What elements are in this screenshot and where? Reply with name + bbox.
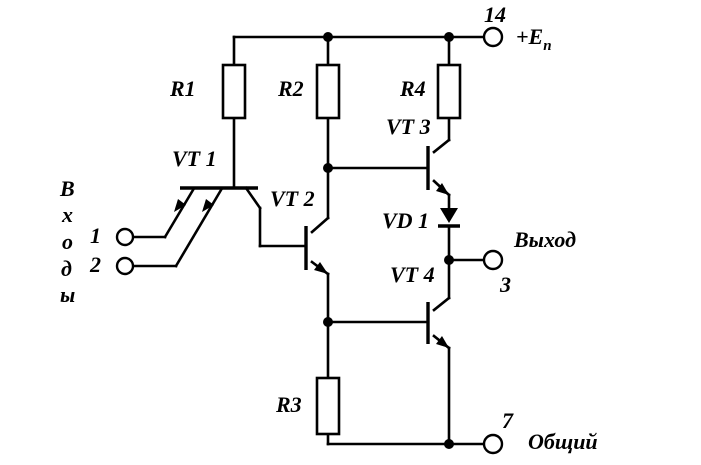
label-power: +En <box>516 24 552 54</box>
label-ground: Общий <box>528 429 598 454</box>
terminal-input-1 <box>115 227 135 247</box>
inputs-title-letter: х <box>61 202 73 227</box>
inputs-title-letter: д <box>61 256 72 281</box>
pin-power: 14 <box>484 2 506 27</box>
resistor-r1 <box>221 63 247 120</box>
pin-input-1: 1 <box>90 223 101 248</box>
vt1-emitter-arrow-1 <box>174 199 186 212</box>
junction-dot <box>444 32 454 42</box>
vt3-emitter-arrow <box>436 183 449 195</box>
inputs-title-letter: В <box>59 176 75 201</box>
terminal-ground <box>482 433 504 455</box>
label-power-sub: n <box>543 38 551 54</box>
pin-output: 3 <box>499 272 511 297</box>
label-power-main: +E <box>516 24 543 49</box>
junction-dot <box>323 163 333 173</box>
label-r3: R3 <box>275 392 302 417</box>
resistor-r2 <box>315 63 341 120</box>
terminal-input-2 <box>115 256 135 276</box>
emitter-arrows <box>174 183 449 348</box>
diode-vd1-triangle <box>440 208 458 223</box>
junction-dot <box>444 255 454 265</box>
inputs-title-letter: ы <box>60 282 75 307</box>
label-vt4: VT 4 <box>390 262 435 287</box>
vt2-emitter-arrow <box>314 262 328 274</box>
label-vd1: VD 1 <box>382 208 429 233</box>
resistor-r3 <box>315 376 341 436</box>
label-vt2: VT 2 <box>270 186 315 211</box>
resistor-r4 <box>436 63 462 120</box>
label-r4: R4 <box>399 76 426 101</box>
terminal-output <box>482 249 504 271</box>
terminal-power <box>482 26 504 48</box>
label-vt1: VT 1 <box>172 146 217 171</box>
junction-dot <box>444 439 454 449</box>
label-output: Выход <box>513 227 576 252</box>
inputs-title: В х о д ы <box>59 176 75 307</box>
vt1-emitter-arrow-2 <box>202 199 214 212</box>
label-vt3: VT 3 <box>386 114 431 139</box>
inputs-title-letter: о <box>62 229 73 254</box>
vt4-emitter-arrow <box>436 336 449 348</box>
label-r1: R1 <box>169 76 196 101</box>
label-r2: R2 <box>277 76 304 101</box>
junction-dot <box>323 32 333 42</box>
pin-ground: 7 <box>502 408 514 433</box>
junction-dot <box>323 317 333 327</box>
pin-input-2: 2 <box>89 252 101 277</box>
